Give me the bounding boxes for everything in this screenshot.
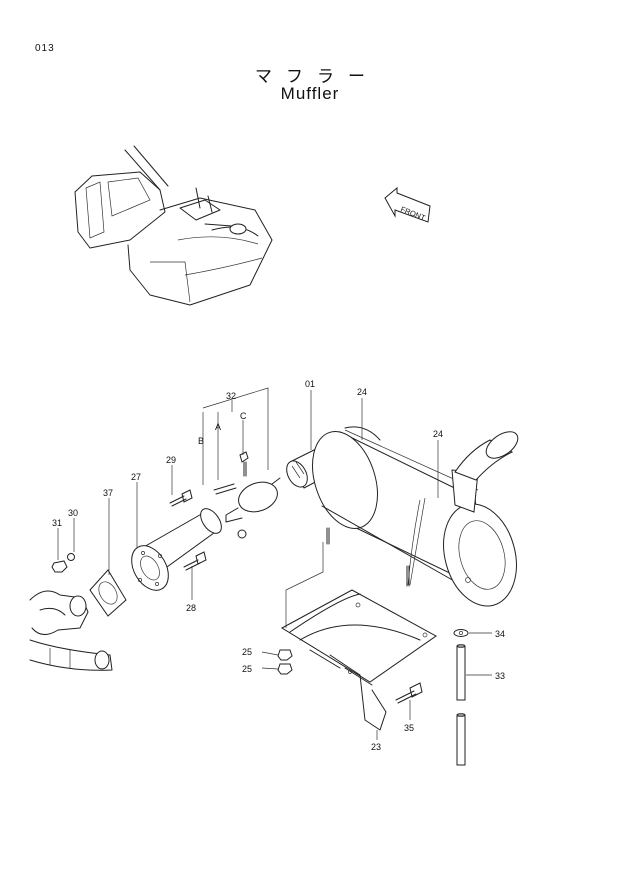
- stud-01: [326, 527, 330, 545]
- callout-27: 27: [131, 472, 141, 482]
- page-title-english: Muffler: [280, 84, 340, 103]
- leader-lines: [57, 387, 492, 740]
- nut-31: [51, 560, 68, 573]
- callout-30: 30: [68, 508, 78, 518]
- callout-33: 33: [495, 671, 505, 681]
- tail-pipe: [451, 431, 519, 513]
- callout-32: 32: [226, 391, 236, 401]
- flange-plate: [131, 545, 169, 591]
- callout-25-lower: 25: [242, 664, 252, 674]
- gasket-37: [89, 569, 127, 617]
- callout-31: 31: [52, 518, 62, 528]
- stud-02: [406, 565, 410, 587]
- muffler-body: [312, 426, 517, 607]
- callout-28: 28: [186, 603, 196, 613]
- turbocharger-fragment: [29, 590, 113, 671]
- callout-24-right: 24: [433, 429, 443, 439]
- bolt-28: [183, 551, 207, 571]
- excavator-overview: [74, 145, 273, 306]
- front-direction-arrow: FRONT: [384, 186, 431, 223]
- callout-b: B: [198, 436, 204, 446]
- page-number: 013: [35, 43, 55, 54]
- callout-01: 01: [305, 379, 315, 389]
- bolt-35: [395, 682, 423, 704]
- callout-37: 37: [103, 488, 113, 498]
- clamp-nut-b: [237, 529, 247, 539]
- support-pipe: [453, 629, 469, 766]
- callout-a: A: [215, 422, 221, 432]
- bolt-29: [169, 489, 193, 507]
- callout-24-top: 24: [357, 387, 367, 397]
- leader-bracket: [285, 542, 324, 628]
- page-title-japanese: マフラー: [255, 67, 379, 86]
- callout-c: C: [240, 411, 247, 421]
- clamp-bolt-a: [213, 483, 237, 495]
- callout-34: 34: [495, 629, 505, 639]
- callout-25-upper: 25: [242, 647, 252, 657]
- callout-35: 35: [404, 723, 414, 733]
- callout-29: 29: [166, 455, 176, 465]
- washer-30: [67, 553, 75, 561]
- muffler-bracket: [281, 589, 437, 731]
- nut-25: [277, 649, 293, 675]
- callout-23: 23: [371, 742, 381, 752]
- clamp-set: [213, 451, 281, 539]
- callout-labels: 01 24 24 32 A B C 29 27 37 30 31 28 34 3…: [52, 379, 505, 752]
- muffler-inlet-pipe: [286, 445, 339, 489]
